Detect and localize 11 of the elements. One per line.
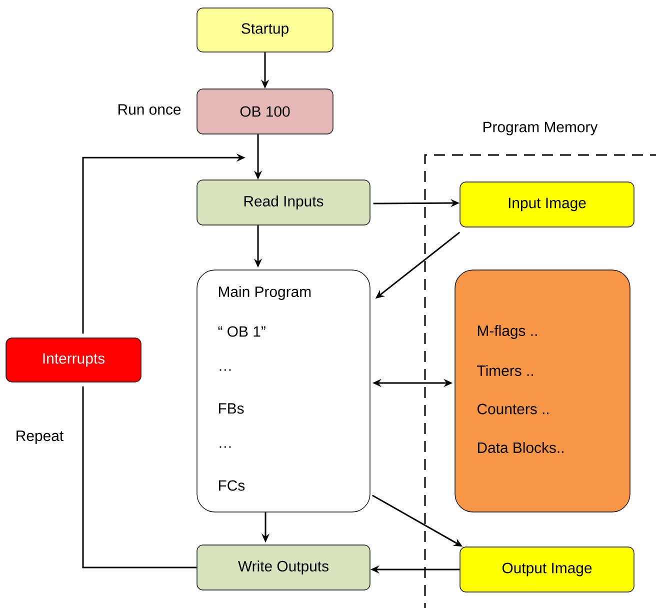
process-box: OB 100 <box>196 88 334 134</box>
program-box: Main Program “ OB 1” … FBs … FCs <box>196 270 370 512</box>
process-box: Startup <box>196 8 334 52</box>
side-label: Run once <box>118 104 181 115</box>
process-box: Read Inputs <box>196 180 370 226</box>
memory-box: Output Image <box>460 546 634 592</box>
memory-box: Input Image <box>460 182 634 228</box>
memory-box: M-flags .. Timers .. Counters .. Data Blocks.. <box>454 270 630 512</box>
edge-label: Repeat <box>16 430 64 444</box>
process-box: Write Outputs <box>196 544 370 590</box>
interrupt-box: Interrupts <box>6 338 142 382</box>
